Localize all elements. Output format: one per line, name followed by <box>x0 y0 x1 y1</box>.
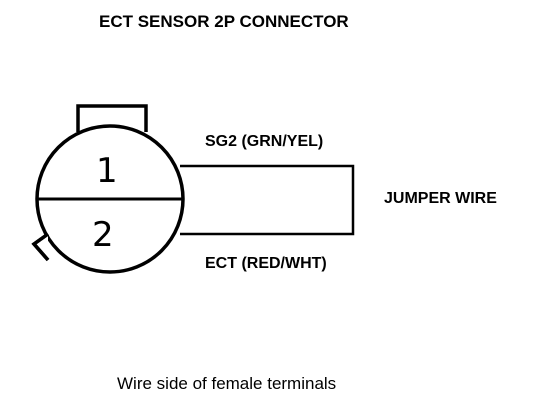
connector-body: 1 2 <box>31 104 185 274</box>
diagram-caption: Wire side of female terminals <box>117 374 336 393</box>
terminal-1-number: 1 <box>96 151 118 191</box>
terminal-1-wire-label: SG2 (GRN/YEL) <box>205 133 323 150</box>
diagram-title: ECT SENSOR 2P CONNECTOR <box>99 12 349 31</box>
terminal-2-number: 2 <box>92 215 114 255</box>
jumper-wire <box>180 164 355 236</box>
jumper-wire-label: JUMPER WIRE <box>384 190 497 207</box>
terminal-2-wire-label: ECT (RED/WHT) <box>205 255 327 272</box>
connector-lock-tab <box>76 104 148 132</box>
